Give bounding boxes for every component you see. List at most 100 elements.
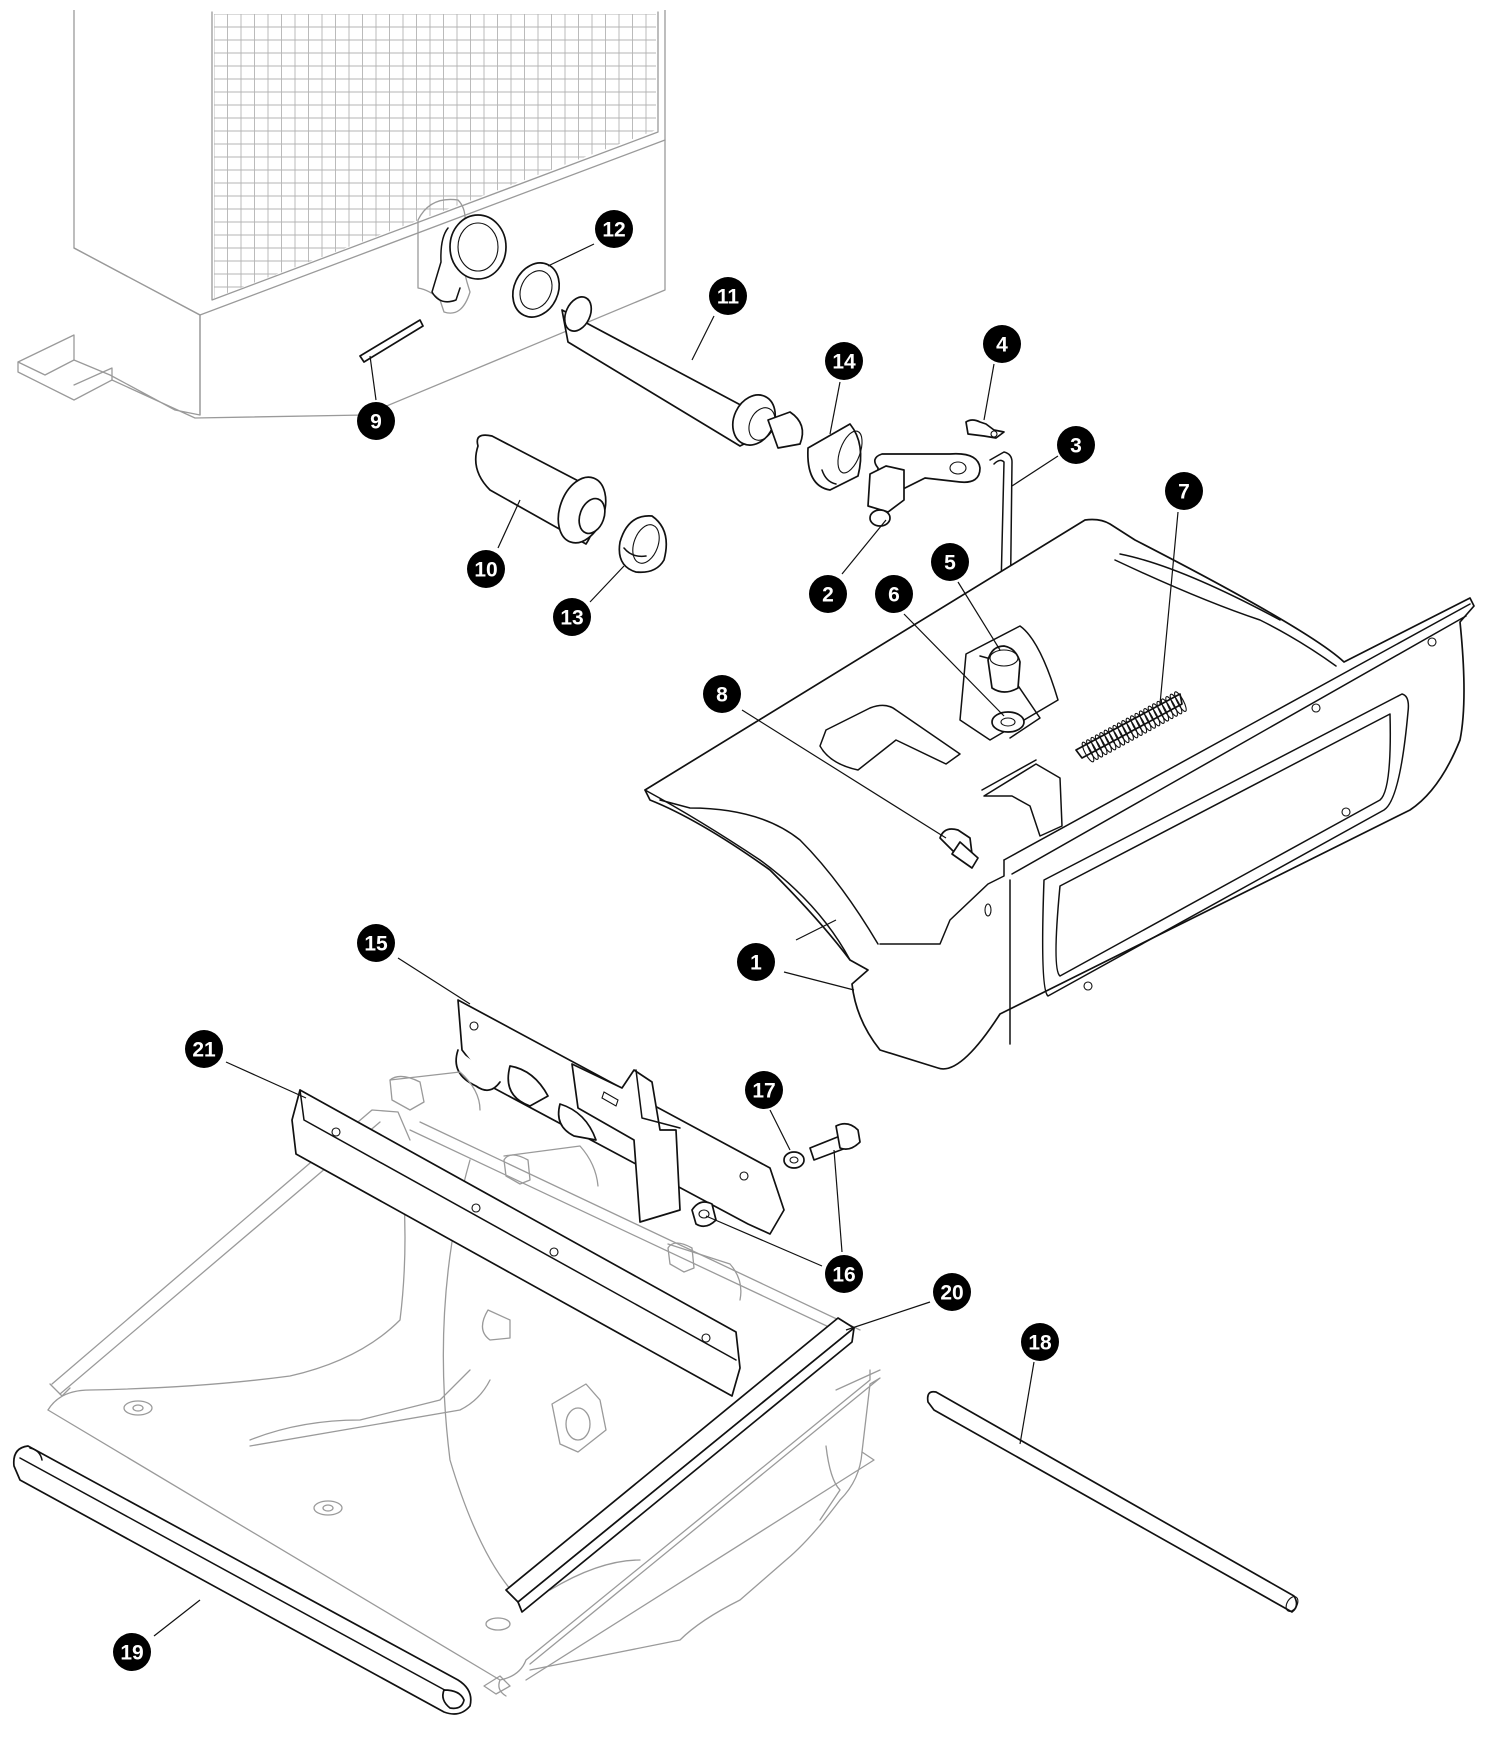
- callout-label: 3: [1070, 435, 1082, 458]
- part-13-bushing: [618, 515, 668, 574]
- part-5-bushing: [987, 645, 1021, 693]
- callout-leader-lines: [153, 243, 1179, 1637]
- callout-circle: [931, 543, 969, 581]
- part-18-rod: [926, 1390, 1299, 1613]
- callout-label: 21: [192, 1039, 216, 1062]
- spring-coil: [1125, 717, 1139, 739]
- callout-1: 1: [737, 943, 775, 981]
- callout-circle: [737, 943, 775, 981]
- callout-20: 20: [933, 1273, 971, 1311]
- callout-label: 6: [888, 584, 900, 607]
- spring-coil: [1169, 693, 1183, 715]
- callout-label: 19: [120, 1642, 143, 1665]
- part-14-bushing: [807, 423, 863, 491]
- part-19-tube: [12, 1445, 472, 1715]
- callout-label: 17: [752, 1080, 775, 1103]
- part-16-nut: [691, 1201, 717, 1228]
- spring-coil: [1143, 708, 1156, 729]
- callout-circle: [1021, 1323, 1059, 1361]
- callout-circle: [185, 1030, 223, 1068]
- leader-line-13: [589, 565, 625, 603]
- leader-line-5: [957, 581, 1001, 651]
- radiator-outlet-spigot: [431, 214, 507, 303]
- callout-circle: [703, 675, 741, 713]
- callout-21: 21: [185, 1030, 223, 1068]
- callout-circle: [1057, 426, 1095, 464]
- callout-9: 9: [357, 402, 395, 440]
- part-16-bolt: [809, 1122, 861, 1161]
- spring-coil: [1147, 705, 1161, 727]
- spring-coil: [1081, 741, 1095, 763]
- callout-label: 10: [474, 559, 497, 582]
- callout-circle: [809, 575, 847, 613]
- spring-coil: [1112, 724, 1126, 746]
- callout-circle: [933, 1273, 971, 1311]
- callout-label: 15: [364, 933, 388, 956]
- callout-label: 12: [602, 219, 625, 242]
- callout-2: 2: [809, 575, 847, 613]
- callout-label: 9: [370, 411, 382, 434]
- callout-circle: [825, 1255, 863, 1293]
- callout-19: 19: [113, 1633, 151, 1671]
- leader-line-18: [1019, 1361, 1035, 1445]
- callout-13: 13: [553, 598, 591, 636]
- spring-coil: [1099, 732, 1112, 753]
- part-6-washer: [991, 711, 1025, 733]
- callout-16: 16: [825, 1255, 863, 1293]
- part-7-spring: [1075, 691, 1187, 763]
- part-8-bolt: [939, 828, 979, 869]
- spring-coil: [1134, 712, 1148, 734]
- callout-label: 8: [716, 684, 728, 707]
- part-15-hinge-bracket: [455, 999, 785, 1235]
- part-20-trim-strip: [505, 1317, 855, 1613]
- leader-line-16: [833, 1149, 843, 1253]
- callout-label: 5: [944, 552, 956, 575]
- part-17-washer: [783, 1151, 805, 1169]
- callout-label: 1: [750, 952, 762, 975]
- spring-coil: [1156, 700, 1170, 722]
- part-9-pin: [359, 319, 424, 363]
- callout-5: 5: [931, 543, 969, 581]
- spring-coil: [1086, 739, 1099, 760]
- spring-coil: [1138, 710, 1152, 732]
- leader-line-7: [1159, 511, 1179, 705]
- spring-coil: [1090, 736, 1104, 758]
- callout-15: 15: [357, 924, 395, 962]
- radiator-housing: [17, 10, 666, 419]
- part-11-long-shaft: [561, 296, 804, 449]
- leader-line-19: [153, 1599, 201, 1637]
- spring-coils: [1081, 691, 1187, 763]
- callout-circle: [709, 277, 747, 315]
- callout-circle: [595, 210, 633, 248]
- leader-line-12: [547, 243, 595, 267]
- spring-coil: [1116, 722, 1130, 744]
- leader-line-9: [369, 355, 377, 401]
- callout-circle: [357, 924, 395, 962]
- leader-line-8: [741, 709, 947, 839]
- leader-line-2: [841, 519, 887, 575]
- callout-12: 12: [595, 210, 633, 248]
- leader-line-20: [845, 1301, 931, 1331]
- callout-11: 11: [709, 277, 747, 315]
- callout-circle: [113, 1633, 151, 1671]
- callout-label: 20: [940, 1282, 963, 1305]
- leader-line-16: [705, 1215, 823, 1267]
- leader-line-21: [225, 1061, 307, 1099]
- part-1-seat-pan: [644, 518, 1475, 1070]
- callout-7: 7: [1165, 472, 1203, 510]
- callout-6: 6: [875, 575, 913, 613]
- callout-circle: [983, 325, 1021, 363]
- callout-8: 8: [703, 675, 741, 713]
- callout-10: 10: [467, 550, 505, 588]
- callout-circle: [553, 598, 591, 636]
- callout-circle: [357, 402, 395, 440]
- callout-label: 18: [1028, 1332, 1052, 1355]
- spring-coil: [1094, 734, 1108, 756]
- spring-coil: [1174, 691, 1187, 712]
- callout-3: 3: [1057, 426, 1095, 464]
- part-2-lever: [867, 452, 981, 527]
- leader-line-14: [829, 381, 841, 435]
- part-12-o-ring: [511, 262, 561, 318]
